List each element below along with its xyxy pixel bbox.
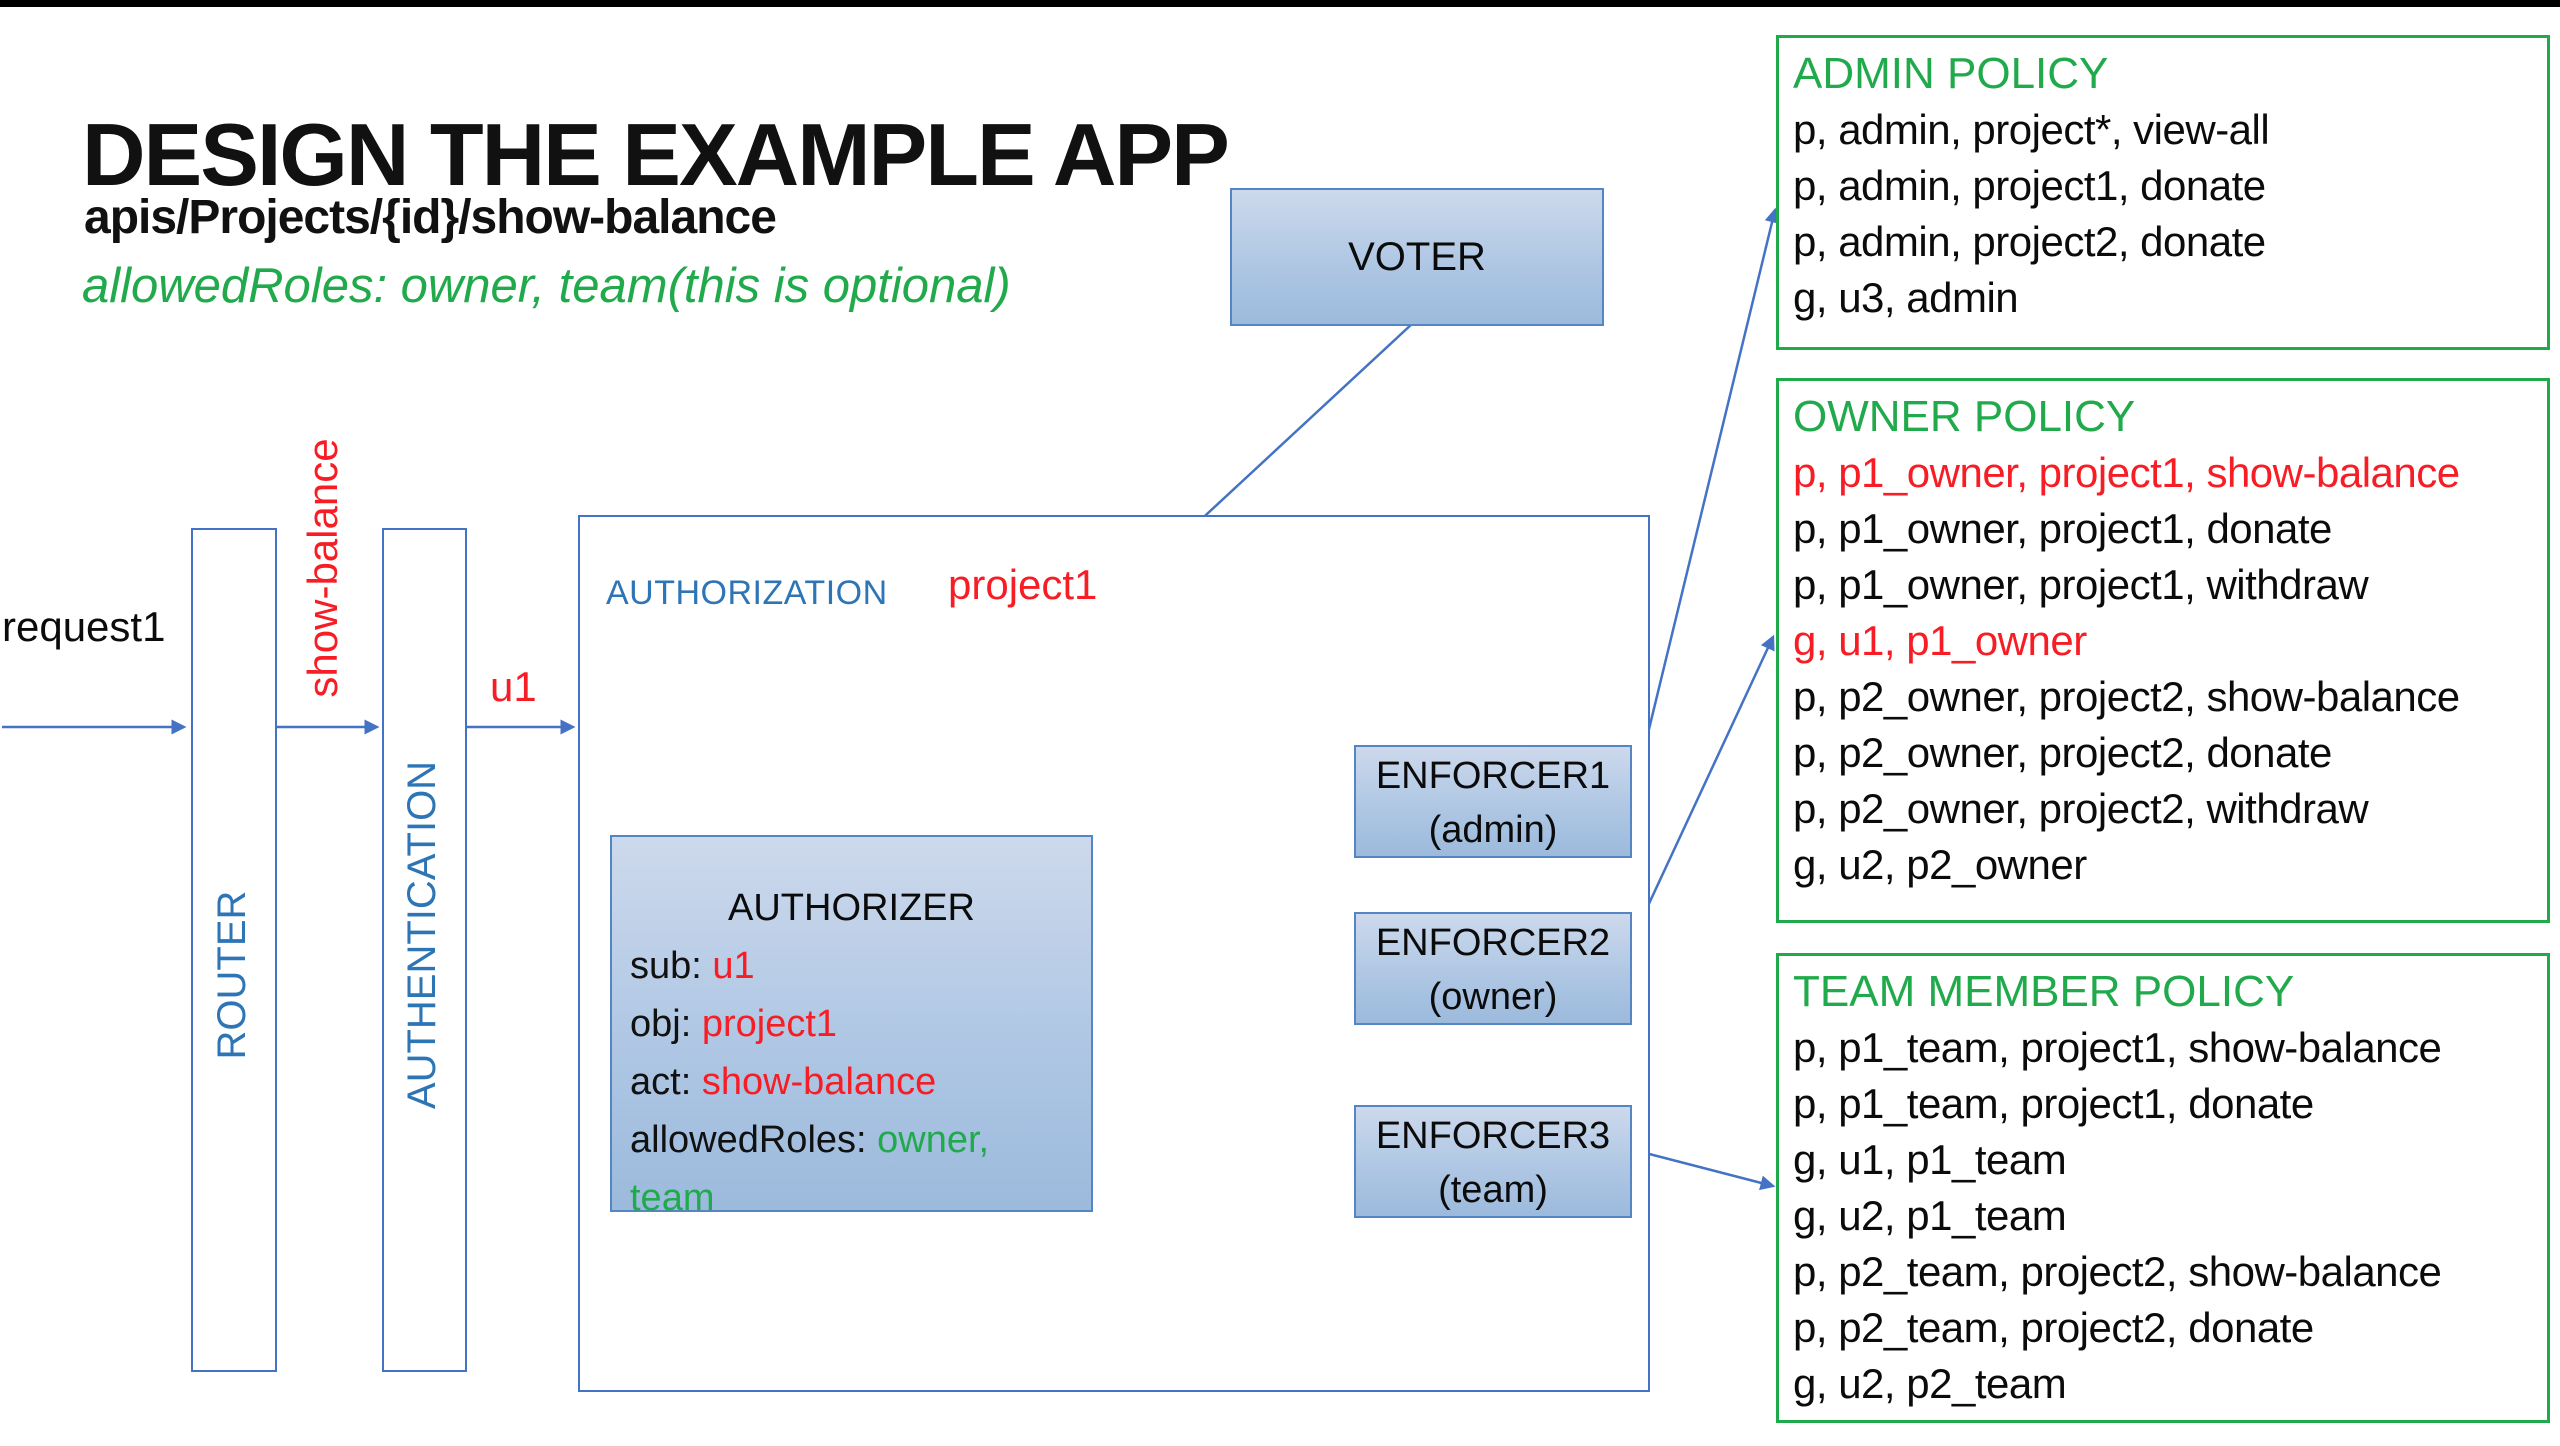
- policy-rule: p, p1_owner, project1, show-balance: [1793, 449, 2460, 496]
- authorizer-row: sub: u1: [612, 937, 1091, 995]
- authorizer-row: allowedRoles: owner,: [612, 1111, 1091, 1169]
- enforcer-box-2: ENFORCER2 (owner): [1354, 912, 1632, 1025]
- enforcer-role: (admin): [1428, 809, 1558, 851]
- policy-rule: g, u3, admin: [1793, 274, 2019, 321]
- enforcer-name: ENFORCER3: [1375, 1115, 1611, 1157]
- show-balance-label: show-balance: [299, 438, 346, 698]
- policy-rule: p, p1_owner, project1, donate: [1793, 505, 2332, 552]
- policy-rule: p, admin, project2, donate: [1793, 218, 2266, 265]
- authorizer-row-key: act:: [630, 1061, 702, 1103]
- policy-rule: g, u1, p1_team: [1793, 1136, 2067, 1183]
- admin-policy-box: ADMIN POLICY p, admin, project*, view-all…: [1776, 35, 2550, 350]
- arrow-enforcer1-to-admin-policy: [1631, 207, 1780, 796]
- enforcer-box-1: ENFORCER1 (admin): [1354, 745, 1632, 858]
- authorizer-row: team: [612, 1169, 1091, 1227]
- policy-rule: p, p1_team, project1, show-balance: [1793, 1024, 2442, 1071]
- policy-rule: g, u2, p2_team: [1793, 1360, 2067, 1407]
- owner-policy-box: OWNER POLICY p, p1_owner, project1, show-…: [1776, 378, 2550, 923]
- authorizer-row-value: show-balance: [701, 1061, 937, 1103]
- enforcer-name: ENFORCER1: [1375, 755, 1611, 797]
- policy-rule: p, p2_owner, project2, withdraw: [1793, 785, 2369, 832]
- authorizer-row-key: allowedRoles:: [630, 1119, 878, 1161]
- u1-label: u1: [490, 663, 537, 710]
- policy-rule: p, p2_owner, project2, donate: [1793, 729, 2332, 776]
- arrow-enforcer3-to-team-policy: [1633, 1148, 1776, 1191]
- authorizer-row-value: project1: [701, 1003, 838, 1045]
- team-policy-title: TEAM MEMBER POLICY: [1793, 967, 2295, 1016]
- api-route-subtitle: apis/Projects/{id}/show-balance: [84, 191, 777, 244]
- router-label: ROUTER: [210, 890, 254, 1060]
- policy-rule: g, u2, p2_owner: [1793, 841, 2087, 888]
- enforcer-role: (owner): [1428, 976, 1558, 1018]
- authorizer-row-value: team: [630, 1177, 715, 1219]
- enforcer-role: (team): [1438, 1169, 1548, 1211]
- enforcer-box-3: ENFORCER3 (team): [1354, 1105, 1632, 1218]
- policy-rule: g, u1, p1_owner: [1793, 617, 2087, 664]
- project1-label: project1: [948, 561, 1098, 608]
- authorizer-row-value: owner,: [877, 1119, 990, 1161]
- policy-rule: p, p1_owner, project1, withdraw: [1793, 561, 2369, 608]
- page-title: DESIGN THE EXAMPLE APP: [82, 105, 1230, 204]
- policy-rule: p, p2_team, project2, donate: [1793, 1304, 2314, 1351]
- allowed-roles-note: allowedRoles: owner, team(this is option…: [82, 259, 1011, 313]
- team-policy-box: TEAM MEMBER POLICY p, p1_team, project1, …: [1776, 953, 2550, 1423]
- voter-label: VOTER: [1348, 234, 1486, 279]
- voter-box: VOTER: [1230, 188, 1604, 326]
- top-black-bar: [0, 0, 2560, 7]
- authorizer-title: AUTHORIZER: [728, 887, 975, 929]
- authentication-label: AUTHENTICATION: [400, 760, 444, 1110]
- authorizer-row-key: sub:: [630, 945, 713, 987]
- policy-rule: p, p1_team, project1, donate: [1793, 1080, 2314, 1127]
- owner-policy-title: OWNER POLICY: [1793, 392, 2136, 441]
- policy-rule: p, p2_team, project2, show-balance: [1793, 1248, 2442, 1295]
- policy-rule: p, admin, project*, view-all: [1793, 106, 2270, 153]
- admin-policy-title: ADMIN POLICY: [1793, 49, 2109, 98]
- policy-rule: p, admin, project1, donate: [1793, 162, 2266, 209]
- enforcer-name: ENFORCER2: [1375, 922, 1611, 964]
- policy-rule: p, p2_owner, project2, show-balance: [1793, 673, 2460, 720]
- authorizer-row-value: u1: [712, 945, 755, 987]
- arrow-enforcer2-to-owner-policy: [1631, 634, 1775, 939]
- authorizer-row-key: obj:: [630, 1003, 702, 1045]
- policy-rule: g, u2, p1_team: [1793, 1192, 2067, 1239]
- router-box: [191, 528, 277, 1372]
- request1-label: request1: [2, 603, 166, 650]
- authentication-box: [382, 528, 467, 1372]
- authorizer-row: obj: project1: [612, 995, 1091, 1053]
- authorization-label: AUTHORIZATION: [606, 574, 888, 612]
- authorizer-row: act: show-balance: [612, 1053, 1091, 1111]
